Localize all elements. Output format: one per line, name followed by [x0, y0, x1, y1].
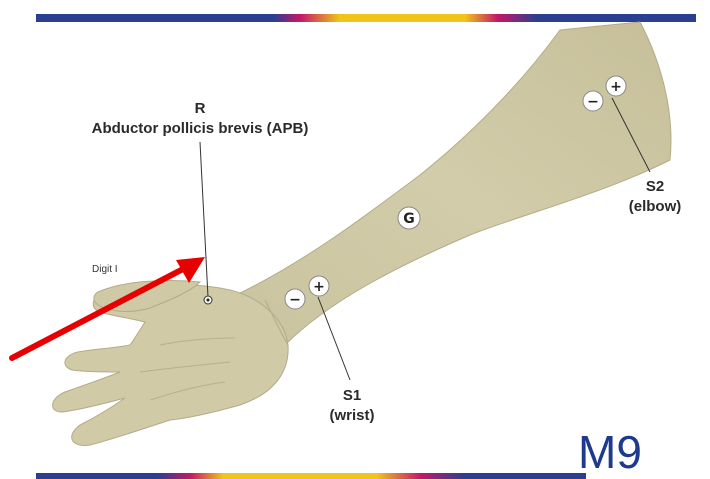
bottom-color-bar [36, 473, 586, 479]
s2-site-label: (elbow) [629, 198, 682, 215]
s2-minus: − [587, 94, 599, 110]
top-color-bar [36, 14, 696, 22]
s1-label: S1 [343, 387, 361, 404]
recording-label: R [195, 100, 206, 117]
recording-leader-line [200, 142, 208, 297]
ground-label: G [403, 211, 415, 227]
ground-electrode: G [398, 207, 420, 229]
s1-minus: − [289, 292, 301, 308]
s2-label: S2 [646, 178, 664, 195]
brand-mark: M9 [578, 426, 642, 478]
s1-site-label: (wrist) [330, 407, 375, 424]
s1-leader-line [318, 297, 350, 380]
arm-illustration [53, 22, 671, 445]
s2-plus: + [610, 79, 622, 95]
muscle-label: Abductor pollicis brevis (APB) [92, 120, 309, 137]
digit-label: Digit I [92, 264, 118, 275]
s1-plus: + [313, 279, 325, 295]
recording-electrode-center [207, 299, 210, 302]
